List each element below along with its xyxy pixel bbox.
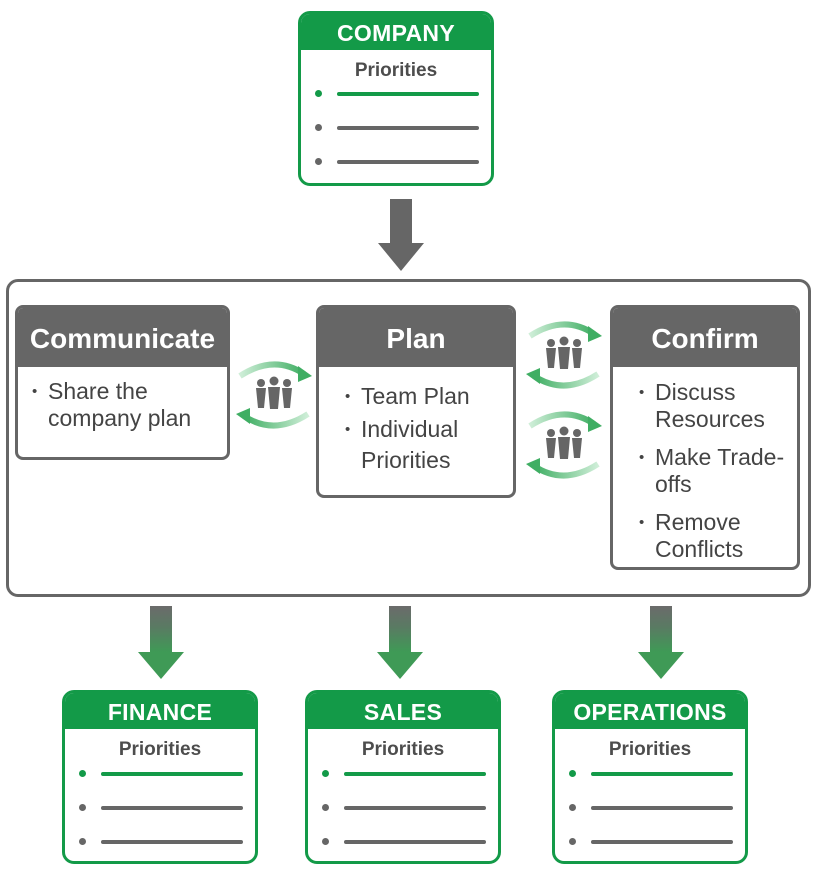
priority-line-highlight [79,770,243,777]
priority-bar [101,840,243,844]
cycle-arrows-icon [526,411,602,479]
list-item: • Remove Conflicts [639,509,785,563]
people-group-icon [546,426,582,459]
list-item: • Team Plan [345,383,511,410]
priority-bar [101,806,243,810]
arrow-down-icon [638,606,684,679]
communicate-list: • Share the company plan [18,367,227,432]
company-card: COMPANY Priorities [298,11,494,186]
bullet-dot [315,124,322,131]
priority-line [79,838,243,845]
priority-line [322,804,486,811]
bullet-dot [79,838,86,845]
arrow-down-icon [377,606,423,679]
cycle-arrows-icon [526,321,602,389]
bullet: • [639,384,645,401]
priority-bar [591,806,733,810]
operations-card: OPERATIONS Priorities [552,690,748,864]
company-subtitle: Priorities [354,60,438,81]
plan-title: Plan [319,308,513,367]
people-group-icon [546,336,582,369]
list-item: • Share the company plan [32,378,227,432]
bullet: • [345,421,351,438]
priority-line-highlight [569,770,733,777]
bullet-dot [569,838,576,845]
priority-line [79,804,243,811]
priority-bar [101,772,243,776]
bullet: • [32,383,38,400]
bullet-dot [322,804,329,811]
confirm-list: • Discuss Resources • Make Trade-offs • Rem… [613,367,785,563]
plan-box: Plan • Team Plan • Individual Priorities [316,305,516,498]
bullet-dot [569,804,576,811]
bullet-dot [322,770,329,777]
confirm-title: Confirm [613,308,797,367]
bullet-dot [569,770,576,777]
list-item: • Make Trade-offs [639,444,785,498]
priority-bar [344,772,486,776]
bullet-dot [322,838,329,845]
people-group-icon [256,376,292,409]
sales-card: SALES Priorities [305,690,501,864]
priority-bar [591,840,733,844]
priority-line [322,838,486,845]
bullet: • [639,514,645,531]
list-item: • Individual Priorities [345,414,511,476]
finance-card: FINANCE Priorities [62,690,258,864]
confirm-box: Confirm • Discuss Resources • Make Trade-o… [610,305,800,570]
communicate-title: Communicate [18,308,227,367]
arrow-down-icon [378,199,424,271]
department-title: OPERATIONS [555,693,745,729]
priority-line [315,124,479,131]
bullet-dot [315,90,322,97]
bullet: • [639,449,645,466]
list-item-text: Discuss Resources [655,379,765,432]
company-title: COMPANY [301,14,491,50]
department-subtitle: Priorities [118,739,202,760]
priority-bar [344,806,486,810]
priority-line [315,158,479,165]
bullet-dot [79,804,86,811]
priority-bar [337,126,479,130]
list-item-text: Remove Conflicts [655,509,744,562]
list-item-text: Individual Priorities [361,416,459,473]
department-title: SALES [308,693,498,729]
priority-bar [337,160,479,164]
plan-list: • Team Plan • Individual Priorities [319,367,511,476]
department-subtitle: Priorities [361,739,445,760]
list-item: • Discuss Resources [639,379,785,433]
bullet: • [345,388,351,405]
list-item-text: Share the company plan [48,378,192,431]
bullet-dot [315,158,322,165]
bullet-dot [79,770,86,777]
priority-bar [337,92,479,96]
process-frame [6,279,811,597]
priority-bar [591,772,733,776]
arrow-down-icon [138,606,184,679]
priority-line [569,804,733,811]
department-subtitle: Priorities [608,739,692,760]
priority-line-highlight [315,90,479,97]
priority-bar [344,840,486,844]
communicate-box: Communicate • Share the company plan [15,305,230,460]
cycle-arrows-icon [236,361,312,429]
priority-line-highlight [322,770,486,777]
department-title: FINANCE [65,693,255,729]
priority-line [569,838,733,845]
list-item-text: Make Trade-offs [655,444,785,497]
list-item-text: Team Plan [361,383,470,409]
